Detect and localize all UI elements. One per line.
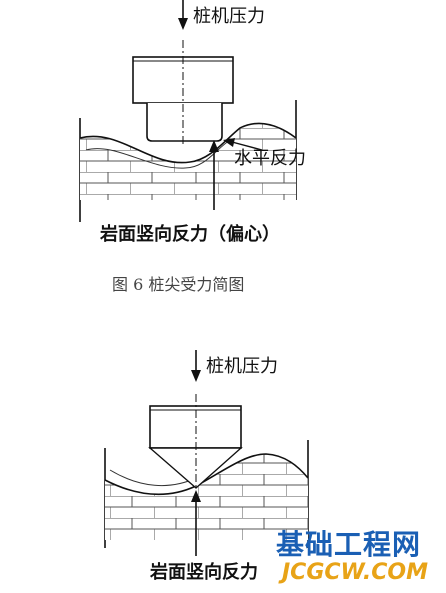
watermark-cn: 基础工程网 — [276, 528, 422, 561]
fig7-press-arrowhead — [191, 370, 201, 382]
fig6-reaction-arrowhead — [209, 140, 219, 152]
watermark-en: JCGCW.COM — [282, 560, 428, 585]
fig6-press-label: 桩机压力 — [193, 6, 265, 27]
fig6-rock-body — [80, 123, 296, 200]
fig6-horizontal-label: 水平反力 — [234, 148, 306, 169]
figure-6-eccentric — [79, 0, 297, 222]
fig6-pile-tip — [146, 103, 223, 142]
fig6-soil-line — [85, 139, 231, 169]
fig6-vertical-label: 岩面竖向反力（偏心） — [100, 224, 280, 245]
figure-7-centric — [104, 350, 309, 556]
fig7-rock-surface — [104, 453, 309, 496]
fig7-rock-body — [105, 454, 308, 540]
fig7-vertical-label: 岩面竖向反力 — [150, 562, 258, 583]
fig6-press-arrowhead — [178, 18, 188, 30]
fig6-horizontal-arrow — [231, 141, 263, 151]
fig6-horizontal-arrowhead — [223, 138, 235, 147]
fig6-rock-surface — [79, 122, 297, 164]
fig6-caption: 图 6 桩尖受力简图 — [112, 275, 245, 294]
fig7-press-label: 桩机压力 — [206, 356, 278, 377]
fig7-reaction-arrowhead — [191, 490, 201, 502]
